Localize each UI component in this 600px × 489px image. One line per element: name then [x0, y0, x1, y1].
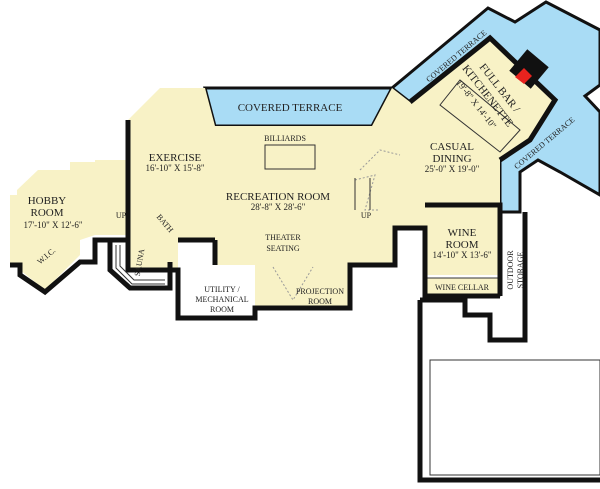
projection-label: PROJECTION [296, 287, 344, 296]
center-stair [354, 149, 401, 211]
theater-label: THEATER [265, 233, 301, 242]
billiards-label: BILLIARDS [264, 134, 306, 143]
hobby-room [10, 162, 95, 290]
utility-label-3: ROOM [210, 305, 234, 314]
wine-room-label-2: ROOM [445, 239, 478, 251]
terrace-top-label: COVERED TERRACE [238, 102, 343, 114]
exercise-label: EXERCISE [149, 152, 202, 164]
recreation-room-size: 28'-8" X 28'-6" [251, 202, 306, 212]
outdoor-storage-label-2: STORAGE [516, 252, 525, 289]
projection-label-2: ROOM [308, 297, 332, 306]
wall [125, 120, 500, 321]
main-floor [128, 38, 555, 308]
theater-label-2: SEATING [266, 244, 300, 253]
utility-label: UTILITY / [204, 285, 240, 294]
utility-room [178, 268, 255, 318]
stair-up-left: UP [116, 211, 127, 220]
hobby-room-label-2: ROOM [30, 207, 63, 219]
billiards-table [264, 144, 316, 170]
stair-left [95, 160, 130, 235]
hobby-room-label: HOBBY [28, 195, 67, 207]
outdoor-storage-label: OUTDOOR [506, 250, 515, 290]
casual-dining-size: 25'-0" X 19'-0" [425, 164, 480, 174]
wine-cellar-label: WINE CELLAR [435, 283, 490, 292]
recreation-room-label: RECREATION ROOM [226, 191, 330, 203]
wine-room-label: WINE [448, 227, 477, 239]
casual-dining-label-2: DINING [432, 153, 471, 165]
wine-room [425, 205, 500, 275]
wine-room-size: 14'-10" X 13'-6" [432, 250, 491, 260]
utility-label-2: MECHANICAL [195, 295, 248, 304]
hobby-room-size: 17'-10" X 12'-6" [23, 220, 82, 230]
exercise-size: 16'-10" X 15'-8" [145, 163, 204, 173]
casual-dining-label: CASUAL [430, 141, 474, 153]
stair-up-center: UP [361, 211, 372, 220]
fireplace-fire [515, 68, 532, 84]
